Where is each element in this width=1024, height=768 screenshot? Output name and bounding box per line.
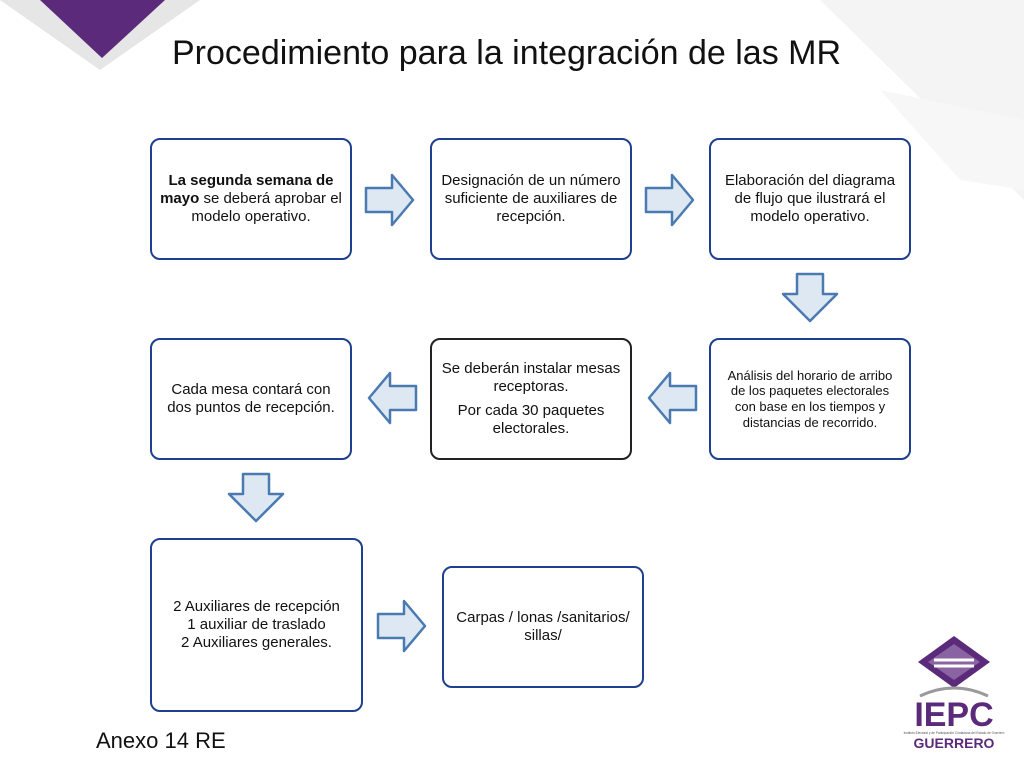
logo-state: GUERRERO	[914, 735, 995, 751]
step-install-tables: Se deberán instalar mesas receptoras. Po…	[430, 338, 632, 460]
step-auxiliaries-line3: 2 Auxiliares generales.	[181, 634, 332, 651]
step-flow-diagram-text: Elaboración del diagrama de flujo que il…	[724, 172, 896, 225]
step-approve-model-bold: La segunda semana de mayo	[160, 172, 334, 207]
step-designation-text: Designación de un número suficiente de a…	[441, 172, 621, 225]
step-arrival-analysis: Análisis del horario de arribo de los pa…	[709, 338, 911, 460]
arrow-right-icon	[364, 173, 415, 227]
step-designation: Designación de un número suficiente de a…	[430, 138, 632, 260]
logo-name: IEPC	[914, 696, 993, 734]
arrow-down-icon	[781, 272, 839, 323]
arrow-right-icon	[644, 173, 695, 227]
arrow-down-icon	[227, 472, 285, 523]
arrow-left-icon	[367, 371, 418, 425]
logo-small-text: Instituto Electoral y de Participación C…	[904, 731, 1005, 735]
step-flow-diagram: Elaboración del diagrama de flujo que il…	[709, 138, 911, 260]
step-materials-text: Carpas / lonas /sanitarios/ sillas/	[456, 609, 630, 644]
step-install-tables-line1: Se deberán instalar mesas receptoras.	[441, 360, 621, 395]
step-reception-points-text: Cada mesa contará con dos puntos de rece…	[167, 381, 335, 416]
step-auxiliaries-line2: 1 auxiliar de traslado	[187, 616, 326, 633]
iepc-logo: IEPC Instituto Electoral y de Participac…	[904, 636, 1005, 751]
step-reception-points: Cada mesa contará con dos puntos de rece…	[150, 338, 352, 460]
arrow-right-icon	[376, 599, 427, 653]
arrow-left-icon	[647, 371, 698, 425]
annex-label: Anexo 14 RE	[96, 728, 226, 753]
page-title: Procedimiento para la integración de las…	[172, 34, 842, 72]
step-install-tables-line2: Por cada 30 paquetes electorales.	[457, 402, 605, 437]
step-auxiliaries-line1: 2 Auxiliares de recepción	[173, 598, 340, 615]
step-arrival-analysis-text: Análisis del horario de arribo de los pa…	[727, 367, 893, 430]
step-materials: Carpas / lonas /sanitarios/ sillas/	[442, 566, 644, 688]
step-auxiliaries: 2 Auxiliares de recepción 1 auxiliar de …	[150, 538, 363, 712]
step-approve-model-text: se deberá aprobar el modelo operativo.	[191, 190, 342, 225]
step-approve-model: La segunda semana de mayo se deberá apro…	[150, 138, 352, 260]
